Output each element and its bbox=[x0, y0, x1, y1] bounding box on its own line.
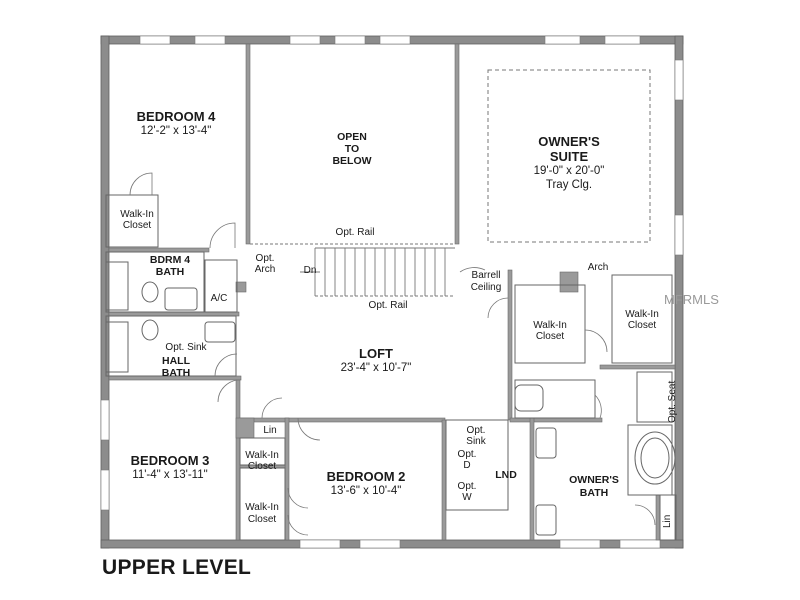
barrell-ceiling-line2: Ceiling bbox=[470, 282, 502, 293]
walkin-closet-b2-line1: Walk-In bbox=[245, 502, 279, 513]
bdrm4-bath-line2: BATH bbox=[155, 266, 185, 278]
lnd-opt-w-1: Opt. bbox=[457, 481, 477, 492]
owners-suite-size: 19'-0" x 20'-0" bbox=[533, 165, 605, 177]
owners-bath-line1: OWNER'S bbox=[569, 474, 619, 486]
walkin-closet-owner-right-line1: Walk-In bbox=[625, 309, 659, 320]
bdrm4-bath-line1: BDRM 4 bbox=[149, 254, 191, 266]
watermark: MFRMLS bbox=[664, 292, 719, 307]
walkin-closet-owner-left-line1: Walk-In bbox=[533, 320, 567, 331]
walkin-closet-owner-left-line2: Closet bbox=[535, 331, 565, 342]
bedroom4-name: BEDROOM 4 bbox=[136, 109, 216, 124]
bedroom3-size: 11'-4" x 13'-11" bbox=[132, 469, 208, 481]
loft-size: 23'-4" x 10'-7" bbox=[340, 362, 412, 374]
owners-suite-note: Tray Clg. bbox=[545, 179, 593, 191]
owners-suite-line1: OWNER'S bbox=[538, 134, 600, 149]
bedroom2-name: BEDROOM 2 bbox=[326, 469, 406, 484]
opt-arch-line1: Opt. bbox=[255, 253, 275, 264]
lnd-opt-sink-2: Sink bbox=[466, 436, 486, 447]
bedroom4-size: 12'-2" x 13'-4" bbox=[140, 125, 212, 137]
walkin-closet-b3-line2: Closet bbox=[247, 461, 277, 472]
lnd-opt-w-2: W bbox=[462, 492, 472, 503]
windows bbox=[100, 35, 684, 549]
walkin-closet-b4-line2: Closet bbox=[122, 220, 152, 231]
stairs-down-label: Dn bbox=[303, 265, 317, 276]
opt-rail-top: Opt. Rail bbox=[335, 227, 375, 238]
walkin-closet-b3-line1: Walk-In bbox=[245, 450, 279, 461]
owners-bath-line2: BATH bbox=[579, 487, 609, 499]
bedroom3-name: BEDROOM 3 bbox=[130, 453, 210, 468]
loft-name: LOFT bbox=[359, 346, 393, 361]
hall-bath-line2: BATH bbox=[161, 367, 191, 379]
walkin-closet-owner-right-line2: Closet bbox=[627, 320, 657, 331]
laundry-label: LND bbox=[495, 469, 517, 481]
arch-label: Arch bbox=[587, 262, 609, 273]
owners-suite-line2: SUITE bbox=[549, 149, 589, 164]
lnd-opt-d-1: Opt. bbox=[457, 449, 477, 460]
door-swings bbox=[129, 172, 656, 536]
open-below-line3: BELOW bbox=[332, 155, 372, 167]
level-title: UPPER LEVEL bbox=[102, 556, 252, 579]
hall-bath-line1: HALL bbox=[162, 355, 190, 367]
tray-ceiling bbox=[487, 69, 651, 243]
open-below-line2: TO bbox=[344, 143, 360, 155]
partitions bbox=[105, 194, 677, 541]
opt-rail-bottom: Opt. Rail bbox=[368, 300, 408, 311]
opt-arch-line2: Arch bbox=[254, 264, 276, 275]
open-below-line1: OPEN bbox=[337, 131, 367, 143]
hall-bath-opt-sink: Opt. Sink bbox=[165, 342, 207, 353]
ac-label: A/C bbox=[210, 293, 228, 304]
linen-closet-bath: Lin bbox=[662, 514, 673, 528]
opt-seat-label: Opt. Seat bbox=[667, 380, 678, 423]
lnd-opt-d-2: D bbox=[463, 460, 471, 471]
barrell-ceiling-line1: Barrell bbox=[471, 270, 501, 281]
lnd-opt-sink-1: Opt. bbox=[466, 425, 486, 436]
bedroom2-size: 13'-6" x 10'-4" bbox=[330, 485, 402, 497]
linen-closet-top: Lin bbox=[263, 425, 277, 436]
walkin-closet-b2-line2: Closet bbox=[247, 514, 277, 525]
stairs bbox=[250, 243, 455, 297]
walkin-closet-b4-line1: Walk-In bbox=[120, 209, 154, 220]
